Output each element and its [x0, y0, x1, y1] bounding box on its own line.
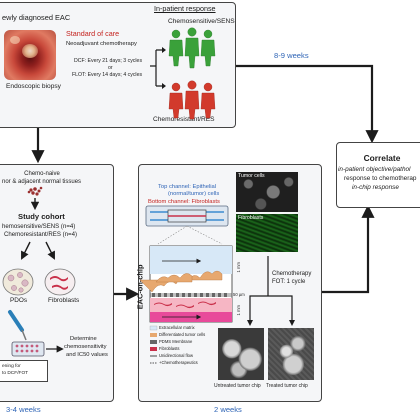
treated-sem-image [268, 328, 314, 380]
top-heading: ewly diagnosed EAC [2, 13, 71, 22]
arrow-top-to-correlate [236, 64, 379, 144]
bottom-channel-label: Bottom channel: Fibroblasts [148, 199, 220, 205]
left-weeks-label: 3-4 weeks [6, 405, 41, 414]
chemo-line-2: FOT: 1 cycle [272, 279, 306, 285]
legend-swatch-tumor [150, 333, 157, 337]
determine-line-3: and IC50 values [66, 352, 108, 358]
chemo-naive-label: Chemo-naive [24, 171, 60, 177]
neoadjuvant-label: Neoadjuvant chemotherapy [66, 41, 137, 47]
screening-box [0, 360, 48, 382]
res-count: Chemoresistant/RES (n=4) [4, 231, 77, 238]
legend-item-3: Fibroblasts [159, 346, 180, 351]
screening-line-1: ening for [2, 364, 21, 369]
chip-weeks-label: 2 weeks [214, 405, 242, 414]
legend-swatch-membrane [150, 340, 157, 344]
legend-item-2: PDMS Membrane [159, 339, 193, 344]
chemo-line-1: Chemotherapy [272, 271, 312, 277]
standard-of-care-label: Standard of care [66, 29, 120, 38]
determine-line-1: Determine [70, 336, 97, 342]
sens-count: hemosensitive/SENS (n=4) [2, 223, 76, 230]
fibroblasts-micrograph-label: Fibroblasts [238, 215, 264, 221]
study-cohort-label: Study cohort [18, 212, 65, 221]
dcf-regimen: DCF: Every 21 days; 3 cycles [74, 58, 143, 64]
top-channel-line-1: Top channel: Epithelial [158, 184, 217, 190]
response-heading: In-patient response [154, 4, 216, 13]
correlate-line-3: in-chip response [352, 184, 399, 191]
correlate-line-1: in-patient objective/pathol [338, 166, 411, 173]
legend-item-5: +Chemotherapeutics [159, 360, 198, 365]
tissues-label: nor & adjacent normal tissues [2, 179, 82, 185]
legend-item-1: Differentiated tumor cells [159, 332, 206, 337]
determine-line-2: chemosensitivity [64, 344, 107, 350]
or-label: or [108, 65, 113, 71]
tumor-cells-micrograph [236, 172, 298, 212]
endoscopy-photo [4, 30, 56, 80]
flot-regimen: FLOT: Every 14 days; 4 cycles [72, 72, 143, 78]
untreated-sem-image [218, 328, 264, 380]
legend-item-0: Extracellular matrix [159, 325, 195, 330]
fibroblasts-label: Fibroblasts [48, 297, 80, 304]
screening-line-2: to DCF/FOT [2, 371, 29, 376]
weeks-top-label: 8-9 weeks [274, 51, 309, 60]
untreated-label: Untreated tumor chip [214, 383, 261, 389]
arrow-chip-to-correlate [320, 204, 375, 294]
res-label: Chemoresistant/RES [153, 116, 215, 123]
correlate-box [336, 142, 420, 208]
top-channel-line-2: (normal/tumor) cells [168, 191, 220, 197]
legend-item-4: Unidirectional flow [159, 353, 193, 358]
tumor-cells-label: Tumor cells [238, 173, 265, 179]
correlate-line-2: response to chemotherap [344, 175, 417, 182]
legend-swatch-fibroblasts [150, 347, 157, 351]
treated-label: Treated tumor chip [266, 383, 308, 389]
legend-swatch-ecm [149, 325, 158, 331]
correlate-title: Correlate [363, 153, 401, 163]
dim-label-2: 50 µm [233, 292, 245, 297]
sens-label: Chemosensitive/SENS [168, 18, 235, 25]
fibroblasts-micrograph [236, 214, 298, 252]
photo-caption: Endoscopic biopsy [6, 83, 61, 90]
pdos-label: PDOs [10, 297, 28, 304]
